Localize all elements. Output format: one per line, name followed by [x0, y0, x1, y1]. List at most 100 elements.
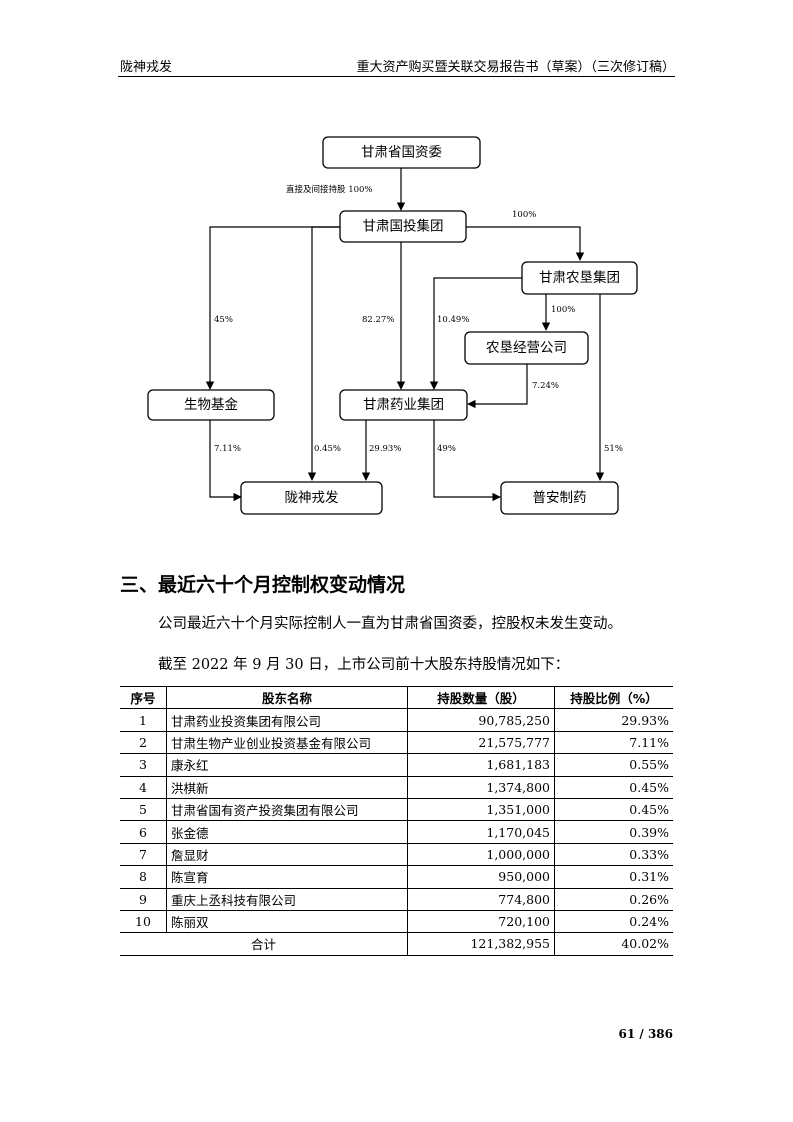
- cell-name: 詹显财: [166, 842, 408, 867]
- cell-shares: 1,000,000: [407, 842, 555, 867]
- svg-text:普安制药: 普安制药: [533, 490, 587, 506]
- label-guotou-nongken: 100%: [512, 210, 536, 220]
- svg-text:甘肃省国资委: 甘肃省国资委: [361, 145, 442, 161]
- label-bio-longshen: 7.11%: [214, 444, 241, 454]
- cell-total-pct: 40.02%: [554, 932, 673, 956]
- label-nongken-puan: 51%: [604, 444, 623, 454]
- label-nongken-jy: 100%: [551, 305, 575, 315]
- cell-name: 洪棋新: [166, 775, 408, 799]
- cell-name: 张金德: [166, 820, 408, 844]
- label-guotou-bio: 45%: [214, 315, 233, 325]
- header-name: 股东名称: [166, 685, 408, 710]
- cell-no: 8: [120, 865, 167, 889]
- edge-bio-longshen: [209, 420, 242, 502]
- label-yaoye-longshen: 29.93%: [369, 444, 401, 454]
- table-row: 9 重庆上丞科技有限公司 774,800 0.26%: [120, 887, 673, 911]
- cell-name: 陈丽双: [166, 909, 408, 934]
- svg-text:甘肃国投集团: 甘肃国投集团: [363, 219, 444, 235]
- cell-shares: 90,785,250: [407, 708, 555, 732]
- cell-shares: 1,374,800: [407, 775, 555, 799]
- node-yaoye: 甘肃药业集团: [339, 389, 468, 421]
- cell-pct: 0.39%: [554, 820, 673, 844]
- table-row: 3 康永红 1,681,183 0.55%: [120, 753, 673, 777]
- svg-text:生物基金: 生物基金: [184, 396, 238, 413]
- header-company: 陇神戎发: [120, 60, 173, 75]
- diagram-connectors: [205, 168, 605, 502]
- cell-no: 7: [120, 842, 167, 867]
- cell-shares: 774,800: [407, 887, 555, 911]
- label-guotou-yaoye: 82.27%: [362, 315, 394, 325]
- header-report-title: 重大资产购买暨关联交易报告书（草案）（三次修订稿）: [356, 60, 675, 75]
- cell-no: 2: [120, 730, 167, 755]
- node-guotou: 甘肃国投集团: [339, 210, 467, 243]
- table-row: 1 甘肃药业投资集团有限公司 90,785,250 29.93%: [120, 708, 673, 732]
- cell-name: 陈宣育: [166, 865, 408, 889]
- label-nongken-yaoye: 10.49%: [437, 315, 469, 325]
- cell-name: 重庆上丞科技有限公司: [166, 887, 408, 911]
- table-row: 8 陈宣育 950,000 0.31%: [120, 865, 673, 889]
- paragraph-control: 公司最近六十个月实际控制人一直为甘肃省国资委，控股权未发生变动。: [158, 616, 622, 632]
- cell-name: 甘肃生物产业创业投资基金有限公司: [166, 730, 408, 755]
- cell-no: 10: [120, 909, 167, 934]
- cell-name: 康永红: [166, 753, 408, 777]
- cell-pct: 0.45%: [554, 775, 673, 799]
- table-row: 10 陈丽双 720,100 0.24%: [120, 909, 673, 934]
- cell-no: 6: [120, 820, 167, 844]
- edge-jy-yaoye: [467, 364, 528, 409]
- node-longshen: 陇神戎发: [240, 481, 383, 515]
- edge-nongken-yaoye: [429, 277, 522, 390]
- cell-pct: 7.11%: [554, 730, 673, 755]
- section-title: 三、最近六十个月控制权变动情况: [120, 574, 406, 596]
- label-yaoye-puan: 49%: [437, 444, 456, 454]
- cell-pct: 0.55%: [554, 753, 673, 777]
- cell-pct: 29.93%: [554, 708, 673, 732]
- cell-shares: 1,170,045: [407, 820, 555, 844]
- table-total-row: 合计 121,382,955 40.02%: [120, 932, 673, 956]
- header-rule: [118, 76, 675, 77]
- cell-no: 3: [120, 753, 167, 777]
- cell-no: 4: [120, 775, 167, 799]
- cell-shares: 1,681,183: [407, 753, 555, 777]
- edge-guotou-longshen: [307, 226, 340, 481]
- table-row: 5 甘肃省国有资产投资集团有限公司 1,351,000 0.45%: [120, 797, 673, 822]
- cell-total-label: 合计: [120, 932, 408, 956]
- page-header: 陇神戎发 重大资产购买暨关联交易报告书（草案）（三次修订稿）: [0, 0, 793, 80]
- table-header-row: 序号 股东名称 持股数量（股） 持股比例（%）: [120, 685, 673, 710]
- cell-shares: 950,000: [407, 865, 555, 889]
- label-guotou-longshen: 0.45%: [314, 444, 341, 454]
- edge-guotou-nongken: [466, 226, 585, 261]
- header-no: 序号: [120, 685, 167, 710]
- cell-no: 1: [120, 708, 167, 732]
- header-shares: 持股数量（股）: [407, 685, 555, 710]
- cell-pct: 0.24%: [554, 909, 673, 934]
- cell-shares: 720,100: [407, 909, 555, 934]
- ownership-diagram: 甘肃省国资委 甘肃国投集团 甘肃农垦集团 农垦经营公司 生物基金 甘肃药业集团 …: [147, 136, 638, 515]
- edge-yaoye-puan: [433, 420, 501, 502]
- table-row: 4 洪棋新 1,374,800 0.45%: [120, 775, 673, 799]
- cell-name: 甘肃省国有资产投资集团有限公司: [166, 797, 408, 822]
- svg-text:农垦经营公司: 农垦经营公司: [486, 340, 567, 356]
- svg-text:甘肃药业集团: 甘肃药业集团: [363, 397, 444, 413]
- table-row: 6 张金德 1,170,045 0.39%: [120, 820, 673, 844]
- table-row: 2 甘肃生物产业创业投资基金有限公司 21,575,777 7.11%: [120, 730, 673, 755]
- edge-guotou-bio: [205, 226, 340, 390]
- label-jy-yaoye: 7.24%: [532, 381, 559, 391]
- shareholders-table: 序号 股东名称 持股数量（股） 持股比例（%） 1 甘肃药业投资集团有限公司 9…: [120, 685, 673, 956]
- table-row: 7 詹显财 1,000,000 0.33%: [120, 842, 673, 867]
- page-number: 61 / 386: [618, 1027, 674, 1041]
- header-pct: 持股比例（%）: [554, 685, 673, 710]
- node-biofund: 生物基金: [147, 389, 275, 421]
- node-sasac: 甘肃省国资委: [322, 136, 481, 169]
- cell-name: 甘肃药业投资集团有限公司: [166, 708, 408, 732]
- svg-text:甘肃农垦集团: 甘肃农垦集团: [539, 270, 620, 286]
- cell-no: 5: [120, 797, 167, 822]
- node-nongken-jy: 农垦经营公司: [464, 331, 589, 365]
- cell-shares: 1,351,000: [407, 797, 555, 822]
- cell-no: 9: [120, 887, 167, 911]
- node-nongken: 甘肃农垦集团: [521, 261, 638, 295]
- node-puan: 普安制药: [500, 481, 619, 515]
- cell-pct: 0.45%: [554, 797, 673, 822]
- cell-pct: 0.31%: [554, 865, 673, 889]
- cell-shares: 21,575,777: [407, 730, 555, 755]
- svg-text:陇神戎发: 陇神戎发: [285, 490, 339, 506]
